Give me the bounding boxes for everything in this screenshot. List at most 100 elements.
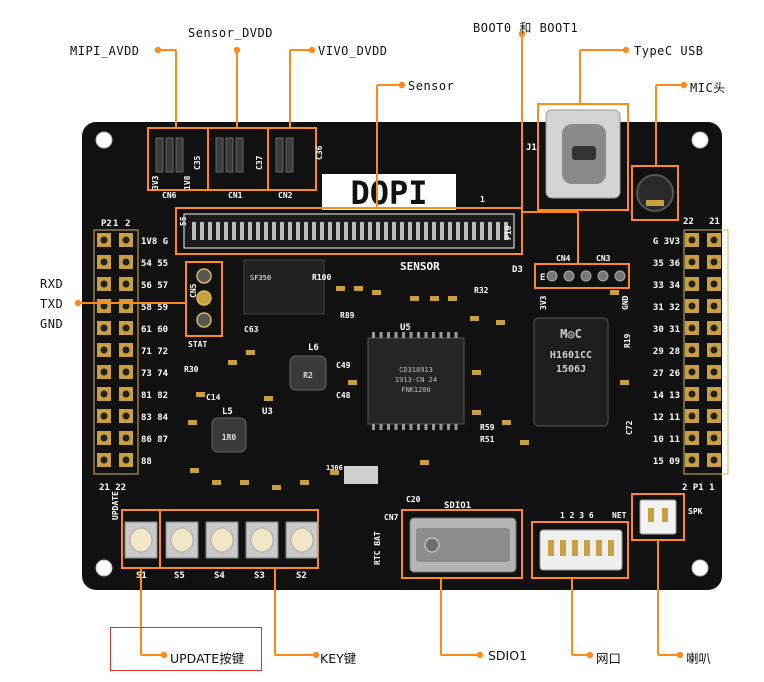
left-header-hole	[122, 258, 130, 266]
left-header-hole	[100, 390, 108, 398]
fpc-contact	[312, 222, 316, 240]
silk-e: E	[540, 273, 545, 283]
left-header-pin-label: 56 57	[141, 281, 168, 291]
fpc-contact	[456, 222, 460, 240]
soc-pin-top	[387, 332, 390, 338]
callout-sdio-label: SDIO1	[488, 648, 528, 663]
silk-d3: D3	[512, 265, 523, 275]
dopi-logo: DOPI	[350, 174, 427, 212]
right-header-pin-label: 35 36	[653, 259, 680, 269]
speaker-connector	[639, 499, 677, 535]
soc-chip	[367, 337, 465, 425]
right-header-bottom: 2 P1 1	[682, 483, 715, 493]
right-header-hole	[688, 434, 696, 442]
fpc-contact	[504, 222, 508, 240]
right-header-pin-label: 27 26	[653, 369, 680, 379]
fpc-contact	[344, 222, 348, 240]
silk-c14: C14	[206, 393, 221, 402]
speaker-contact	[662, 508, 668, 522]
silk-c49: C49	[336, 361, 351, 370]
silk-cn1: CN1	[228, 191, 243, 200]
fpc-contact	[464, 222, 468, 240]
silk-cn5: CN5	[189, 283, 198, 298]
mounting-hole	[691, 559, 709, 577]
fpc-contact	[440, 222, 444, 240]
smd-component	[272, 485, 281, 490]
soc-pin-bottom	[432, 424, 435, 430]
net-contact	[560, 540, 566, 556]
uart-pin	[196, 312, 212, 328]
right-header-hole	[710, 302, 718, 310]
silk-r59: R59	[480, 423, 495, 432]
smd-component	[330, 470, 339, 475]
tact-switch-cap	[210, 527, 234, 553]
smd-component	[212, 480, 221, 485]
left-header-pin-label: 58 59	[141, 303, 168, 313]
fpc-contact	[472, 222, 476, 240]
soc-pin-bottom	[454, 424, 458, 430]
soc-pin-top	[424, 332, 428, 338]
left-header-pin-label: 54 55	[141, 259, 168, 269]
tact-switch-cap	[170, 527, 194, 553]
silk-cn2: CN2	[278, 191, 293, 200]
jumper-pin	[155, 137, 164, 173]
smd-component	[420, 460, 429, 465]
silk-p10: P10	[504, 225, 513, 240]
callout-txd-label: TXD	[40, 297, 64, 311]
left-header-hole	[100, 302, 108, 310]
silk-fpc-55: 55	[179, 216, 188, 226]
mag-marking: 1506J	[556, 364, 586, 375]
callout-net-label: 网口	[596, 651, 622, 666]
soc-pin-top	[379, 332, 383, 338]
flash-chip	[243, 259, 325, 315]
flash-marking: SF350	[250, 274, 271, 282]
smd-component	[354, 286, 363, 291]
silk-net-pins: 1 2 3 6	[560, 511, 594, 520]
smd-component	[300, 480, 309, 485]
smd-component	[196, 392, 205, 397]
left-header-hole	[100, 236, 108, 244]
right-header-pin-label: 30 31	[653, 325, 680, 335]
right-header-hole	[710, 280, 718, 288]
silk-3v3b: 3V3	[539, 295, 548, 310]
jumper-pin	[215, 137, 224, 173]
right-header-hole	[688, 280, 696, 288]
soc-pin-bottom	[417, 424, 420, 430]
boot-header-pin	[597, 270, 609, 282]
update-highlight-box	[110, 627, 262, 671]
callout-update-key-label: UPDATE按键	[170, 651, 245, 666]
smd-component	[336, 286, 345, 291]
jumper-pin	[165, 137, 174, 173]
fpc-contact	[496, 222, 500, 240]
fpc-contact	[416, 222, 420, 240]
crystal	[344, 466, 378, 484]
right-header-pin-label: 14 13	[653, 391, 680, 401]
right-header-pin-label: 33 34	[653, 281, 681, 291]
soc-pin-top	[454, 332, 458, 338]
smd-component	[472, 410, 481, 415]
silk-r2: R2	[303, 371, 313, 380]
fpc-contact	[224, 222, 228, 240]
right-header-pin-label: 10 11	[653, 435, 680, 445]
silk-net: NET	[612, 511, 627, 520]
silk-1v8a: 1V8	[183, 175, 192, 190]
fpc-contact	[448, 222, 452, 240]
smd-component	[620, 380, 629, 385]
fpc-contact	[480, 222, 484, 240]
smd-component	[448, 296, 457, 301]
fpc-contact	[432, 222, 436, 240]
net-contact	[584, 540, 590, 556]
left-header-pin-label: 61 60	[141, 325, 168, 335]
callout-speaker-label: 喇叭	[686, 651, 712, 666]
silk-r51: R51	[480, 435, 495, 444]
mounting-hole	[691, 131, 709, 149]
silk-cn6: CN6	[162, 191, 177, 200]
silk-u5: U5	[400, 323, 411, 333]
tact-switch-cap	[129, 527, 153, 553]
left-header-outline	[93, 229, 139, 475]
soc-pin-bottom	[409, 424, 413, 430]
typec-tongue	[572, 146, 596, 160]
right-header-pin-label: 31 32	[653, 303, 680, 313]
left-header-hole	[122, 390, 130, 398]
